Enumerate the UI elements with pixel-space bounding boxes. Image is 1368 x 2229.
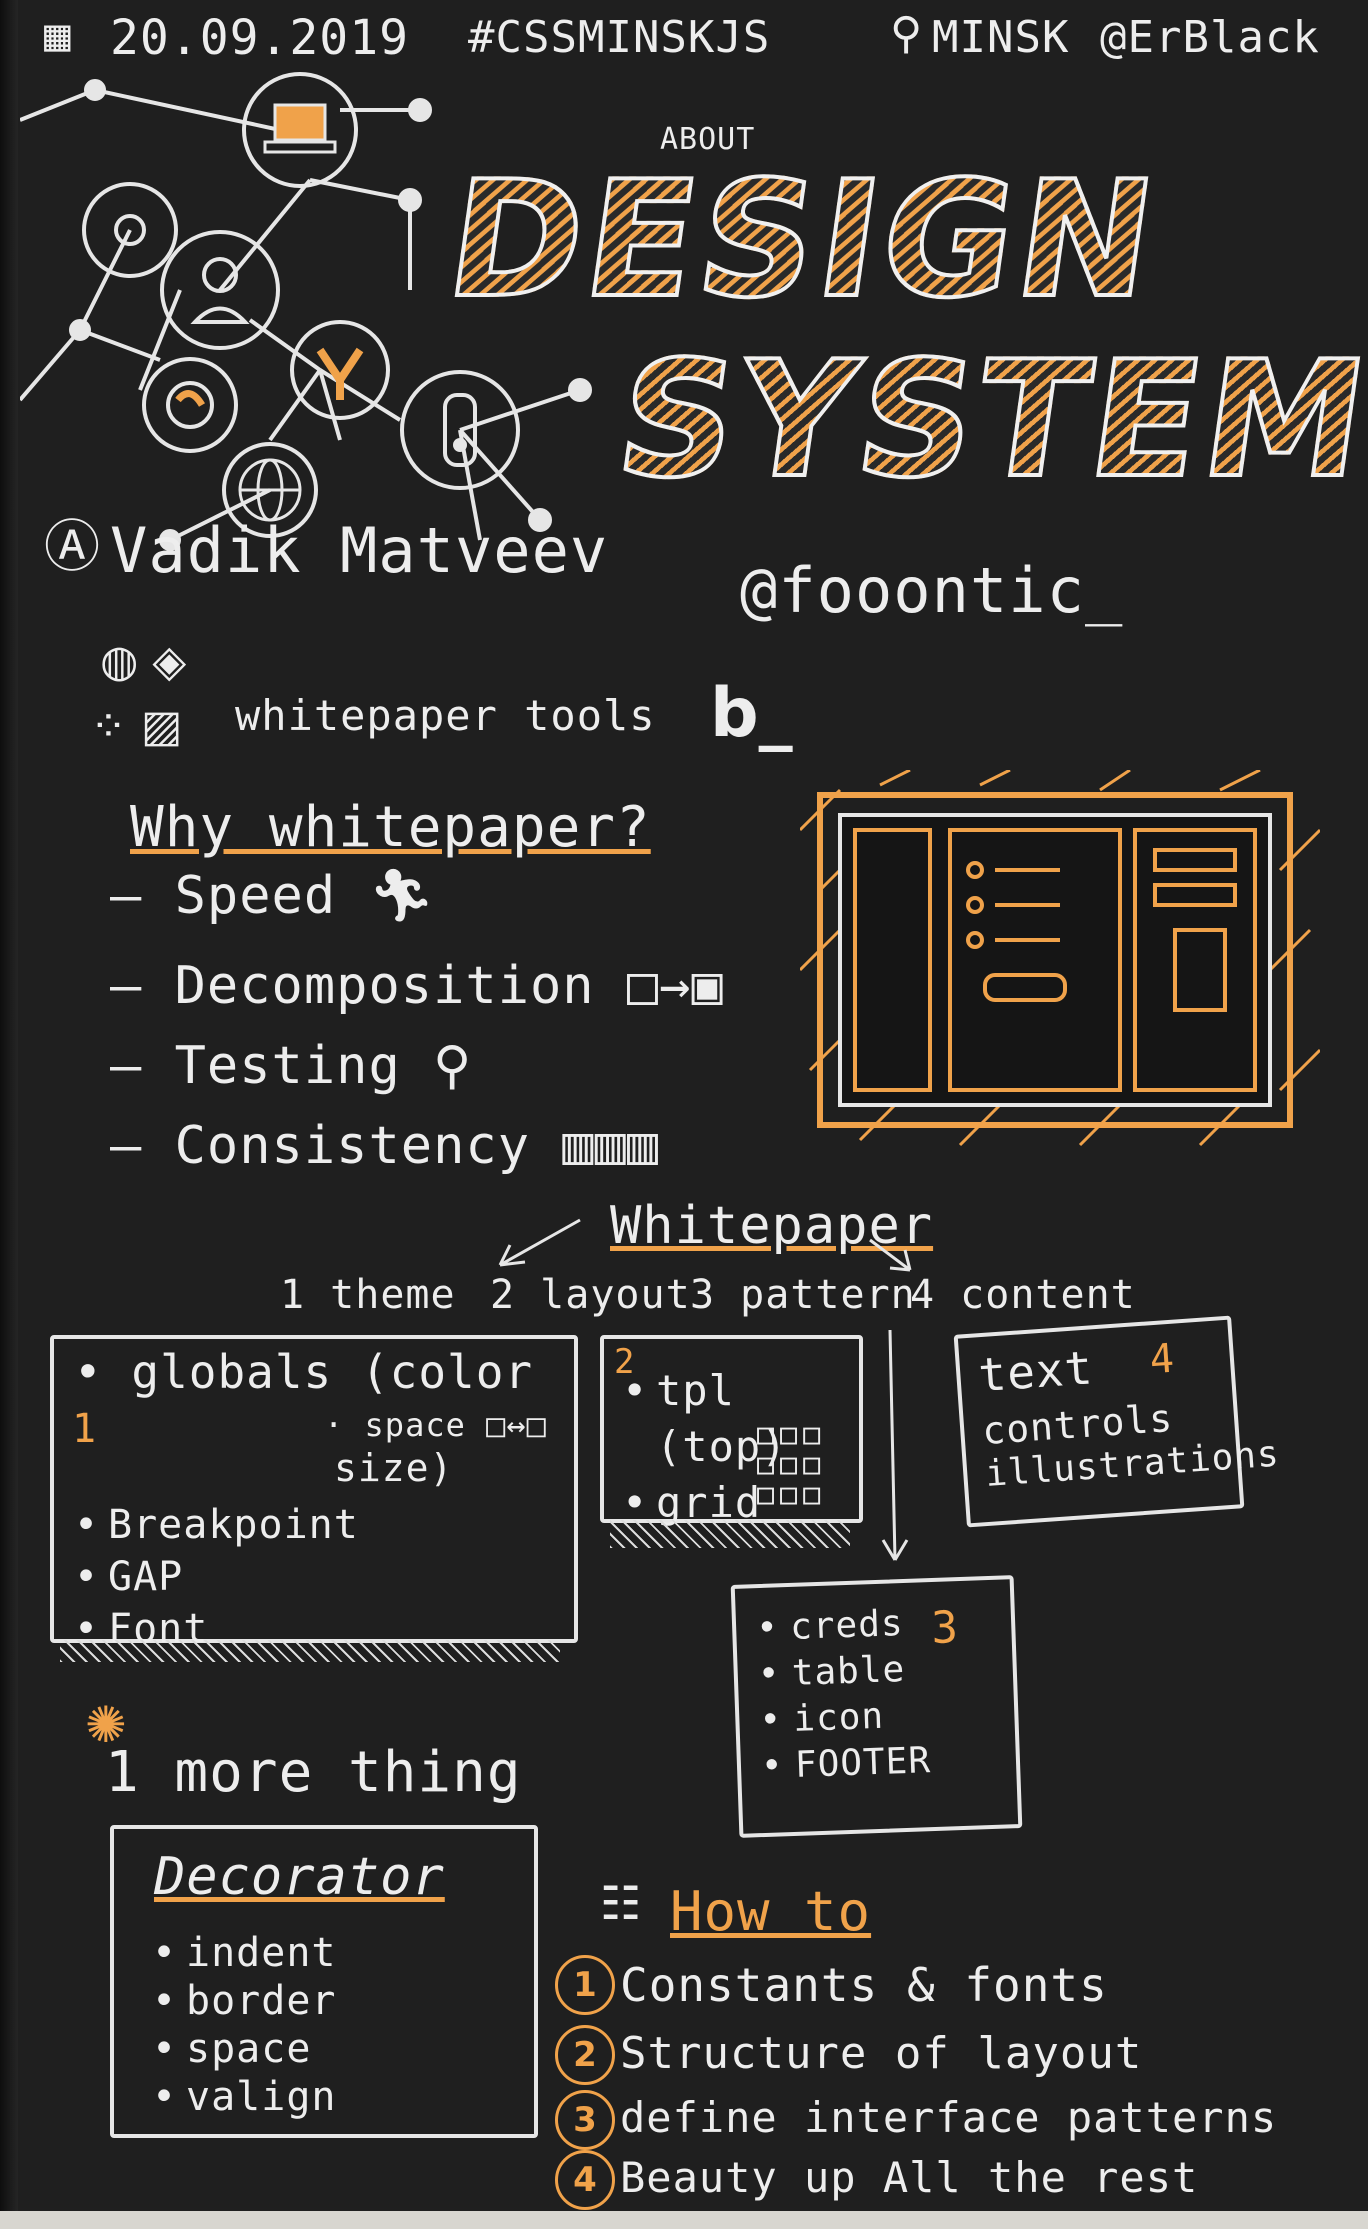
pattern-item: icon	[759, 1692, 931, 1744]
location-pin-icon: ⚲	[890, 8, 924, 59]
howto-heading: How to	[670, 1880, 872, 1943]
decorator-item: space	[152, 2025, 337, 2073]
pattern-item: table	[757, 1646, 929, 1698]
theme-box-shadow	[60, 1640, 560, 1662]
layout-box: 2 tpl (top) grid ▫▫▫▫▫▫▫▫▫	[600, 1335, 863, 1531]
layout-list: tpl (top) grid	[622, 1363, 859, 1531]
why-item-testing: – Testing ⚲	[110, 1036, 473, 1096]
why-item-consistency: – Consistency ▥▥▥	[110, 1116, 660, 1176]
pattern-item: creds	[755, 1600, 927, 1652]
tools-label: whitepaper tools	[235, 691, 656, 740]
page-edge	[0, 2211, 1368, 2229]
pattern-box-number: 3	[930, 1602, 960, 1655]
arrows	[498, 1218, 912, 1561]
magnifier-icon: ⚲	[433, 1036, 473, 1096]
network-illustration	[20, 72, 592, 551]
speaker-name: Vadik Matveev	[110, 514, 609, 587]
theme-item: GAP	[74, 1551, 359, 1603]
pattern-box: 3 creds table icon FOOTER	[730, 1575, 1023, 1838]
howto-step-text: define interface patterns	[620, 2093, 1278, 2142]
why-heading: Why whitepaper?	[130, 795, 651, 860]
calendar-icon: ▦	[44, 10, 72, 61]
decorator-heading: Decorator	[154, 1847, 445, 1907]
howto-step-number: 3	[555, 2090, 615, 2150]
whitepaper-step-4: 4 content	[910, 1272, 1136, 1318]
pattern-item: FOOTER	[760, 1738, 932, 1790]
howto-step-number: 1	[555, 1955, 615, 2015]
why-item-speed: – Speed 🏃︎	[110, 866, 436, 926]
title-about: ABOUT	[660, 122, 756, 157]
pattern-list: creds table icon FOOTER	[755, 1600, 931, 1790]
why-item-decomposition: – Decomposition □→▣	[110, 956, 724, 1016]
theme-globals: • globals (color	[74, 1345, 534, 1399]
theme-list: Breakpoint GAP Font	[74, 1499, 359, 1655]
whitepaper-step-3: 3 pattern	[690, 1272, 916, 1318]
tools-logo: b_	[710, 674, 793, 753]
howto-step-number: 2	[555, 2025, 615, 2085]
content-box-number: 4	[1148, 1335, 1177, 1384]
header-hashtag: #CSSMINSKJS	[468, 12, 771, 63]
decorator-item: border	[152, 1977, 337, 2025]
theme-space: · space □↔□	[324, 1406, 547, 1444]
theme-box-number: 1	[72, 1406, 98, 1452]
whitepaper-step-1: 1 theme	[280, 1272, 456, 1318]
tool-icons-row1: ◍ ◈	[100, 636, 187, 687]
decorator-list: indent border space valign	[152, 1929, 337, 2121]
howto-step-text: Structure of layout	[620, 2028, 1143, 2079]
grid-icon: ▫▫▫▫▫▫▫▫▫	[754, 1414, 824, 1514]
decorator-item: valign	[152, 2073, 337, 2121]
theme-size: size)	[334, 1446, 454, 1490]
tool-icons-row2: ⁘ ▨	[90, 701, 183, 752]
decorator-box: Decorator indent border space valign	[110, 1825, 538, 2138]
header-date: 20.09.2019	[110, 10, 409, 66]
howto-step-number: 4	[555, 2150, 615, 2210]
howto-step-text: Beauty up All the rest	[620, 2153, 1199, 2202]
whitepaper-label: Whitepaper	[610, 1196, 934, 1256]
header-handle: @ErBlack	[1100, 12, 1320, 63]
running-icon: 🏃︎	[368, 866, 436, 926]
theme-box: 1 • globals (color · space □↔□ size) Bre…	[50, 1335, 578, 1655]
decorator-item: indent	[152, 1929, 337, 1977]
notebook-binding	[0, 0, 18, 2229]
lightbulb-icon: ✺	[85, 1696, 127, 1754]
checklist-icon: ☷	[600, 1876, 642, 1930]
title-system: SYSTEM	[605, 324, 1368, 515]
user-icon: Ⓐ	[44, 515, 100, 580]
theme-item: Breakpoint	[74, 1499, 359, 1551]
wireframe-illustration	[800, 770, 1320, 1147]
header-location: MINSK	[932, 12, 1070, 63]
title-design: DESIGN	[435, 144, 1171, 335]
speaker-handle: @fooontic_	[740, 554, 1124, 627]
more-label: 1 more thing	[105, 1740, 522, 1805]
layout-box-shadow	[610, 1520, 850, 1548]
layout-item: tpl (top)	[622, 1363, 859, 1475]
whitepaper-step-2: 2 layout	[490, 1272, 691, 1318]
howto-step-text: Constants & fonts	[620, 1958, 1108, 2012]
